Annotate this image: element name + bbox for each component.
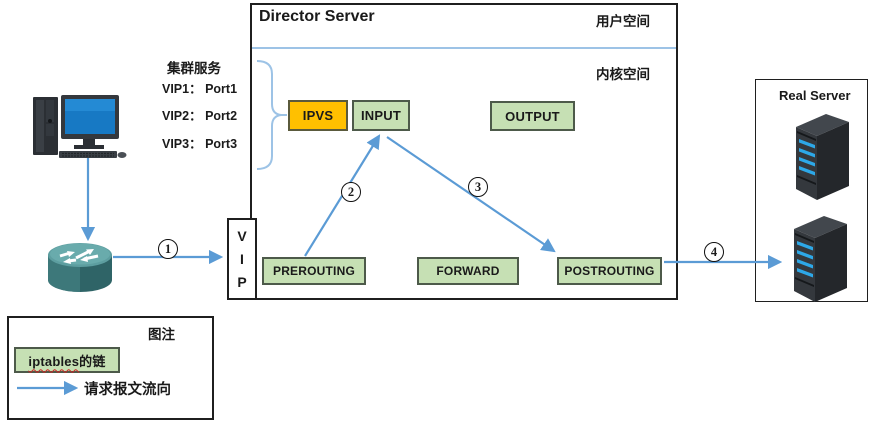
vip-letter-i: I: [240, 250, 244, 267]
real-server-1-icon: [796, 114, 849, 200]
legend-chain-label-zh: 的链: [79, 353, 106, 369]
legend-title: 图注: [148, 327, 175, 342]
forward-chain-box: FORWARD: [417, 257, 519, 285]
cluster-service-title: 集群服务: [167, 61, 221, 76]
legend-chain-label: iptables的链: [28, 351, 105, 370]
client-computer-icon: [33, 95, 127, 158]
step-1-badge: 1: [158, 239, 178, 259]
legend-chain-sample-box: iptables的链: [14, 347, 120, 373]
output-chain-box: OUTPUT: [490, 101, 575, 131]
director-server-box: [250, 3, 678, 300]
step-3-badge: 3: [468, 177, 488, 197]
vip-letter-p: P: [237, 274, 247, 291]
real-server-box: [755, 79, 868, 302]
ipvs-box: IPVS: [288, 100, 348, 131]
cluster-vip2-entry: VIP2： Port2: [162, 109, 238, 123]
real-server-title: Real Server: [779, 88, 851, 103]
router-icon: [48, 243, 112, 292]
legend-chain-label-en: iptables: [28, 353, 80, 369]
user-space-label: 用户空间: [596, 14, 650, 29]
kernel-space-label: 内核空间: [596, 67, 650, 82]
input-chain-box: INPUT: [352, 100, 410, 131]
step-4-badge: 4: [704, 242, 724, 262]
vip-letter-v: V: [237, 227, 247, 244]
vip-box: V I P: [227, 218, 257, 300]
real-server-2-icon: [794, 216, 847, 302]
cluster-vip3-entry: VIP3： Port3: [162, 137, 238, 151]
prerouting-chain-box: PREROUTING: [262, 257, 366, 285]
legend-flow-label: 请求报文流向: [84, 382, 171, 398]
legend-box: [7, 316, 214, 420]
director-server-title: Director Server: [259, 8, 375, 25]
cluster-vip1-entry: VIP1： Port1: [162, 82, 238, 96]
step-2-badge: 2: [341, 182, 361, 202]
postrouting-chain-box: POSTROUTING: [557, 257, 662, 285]
